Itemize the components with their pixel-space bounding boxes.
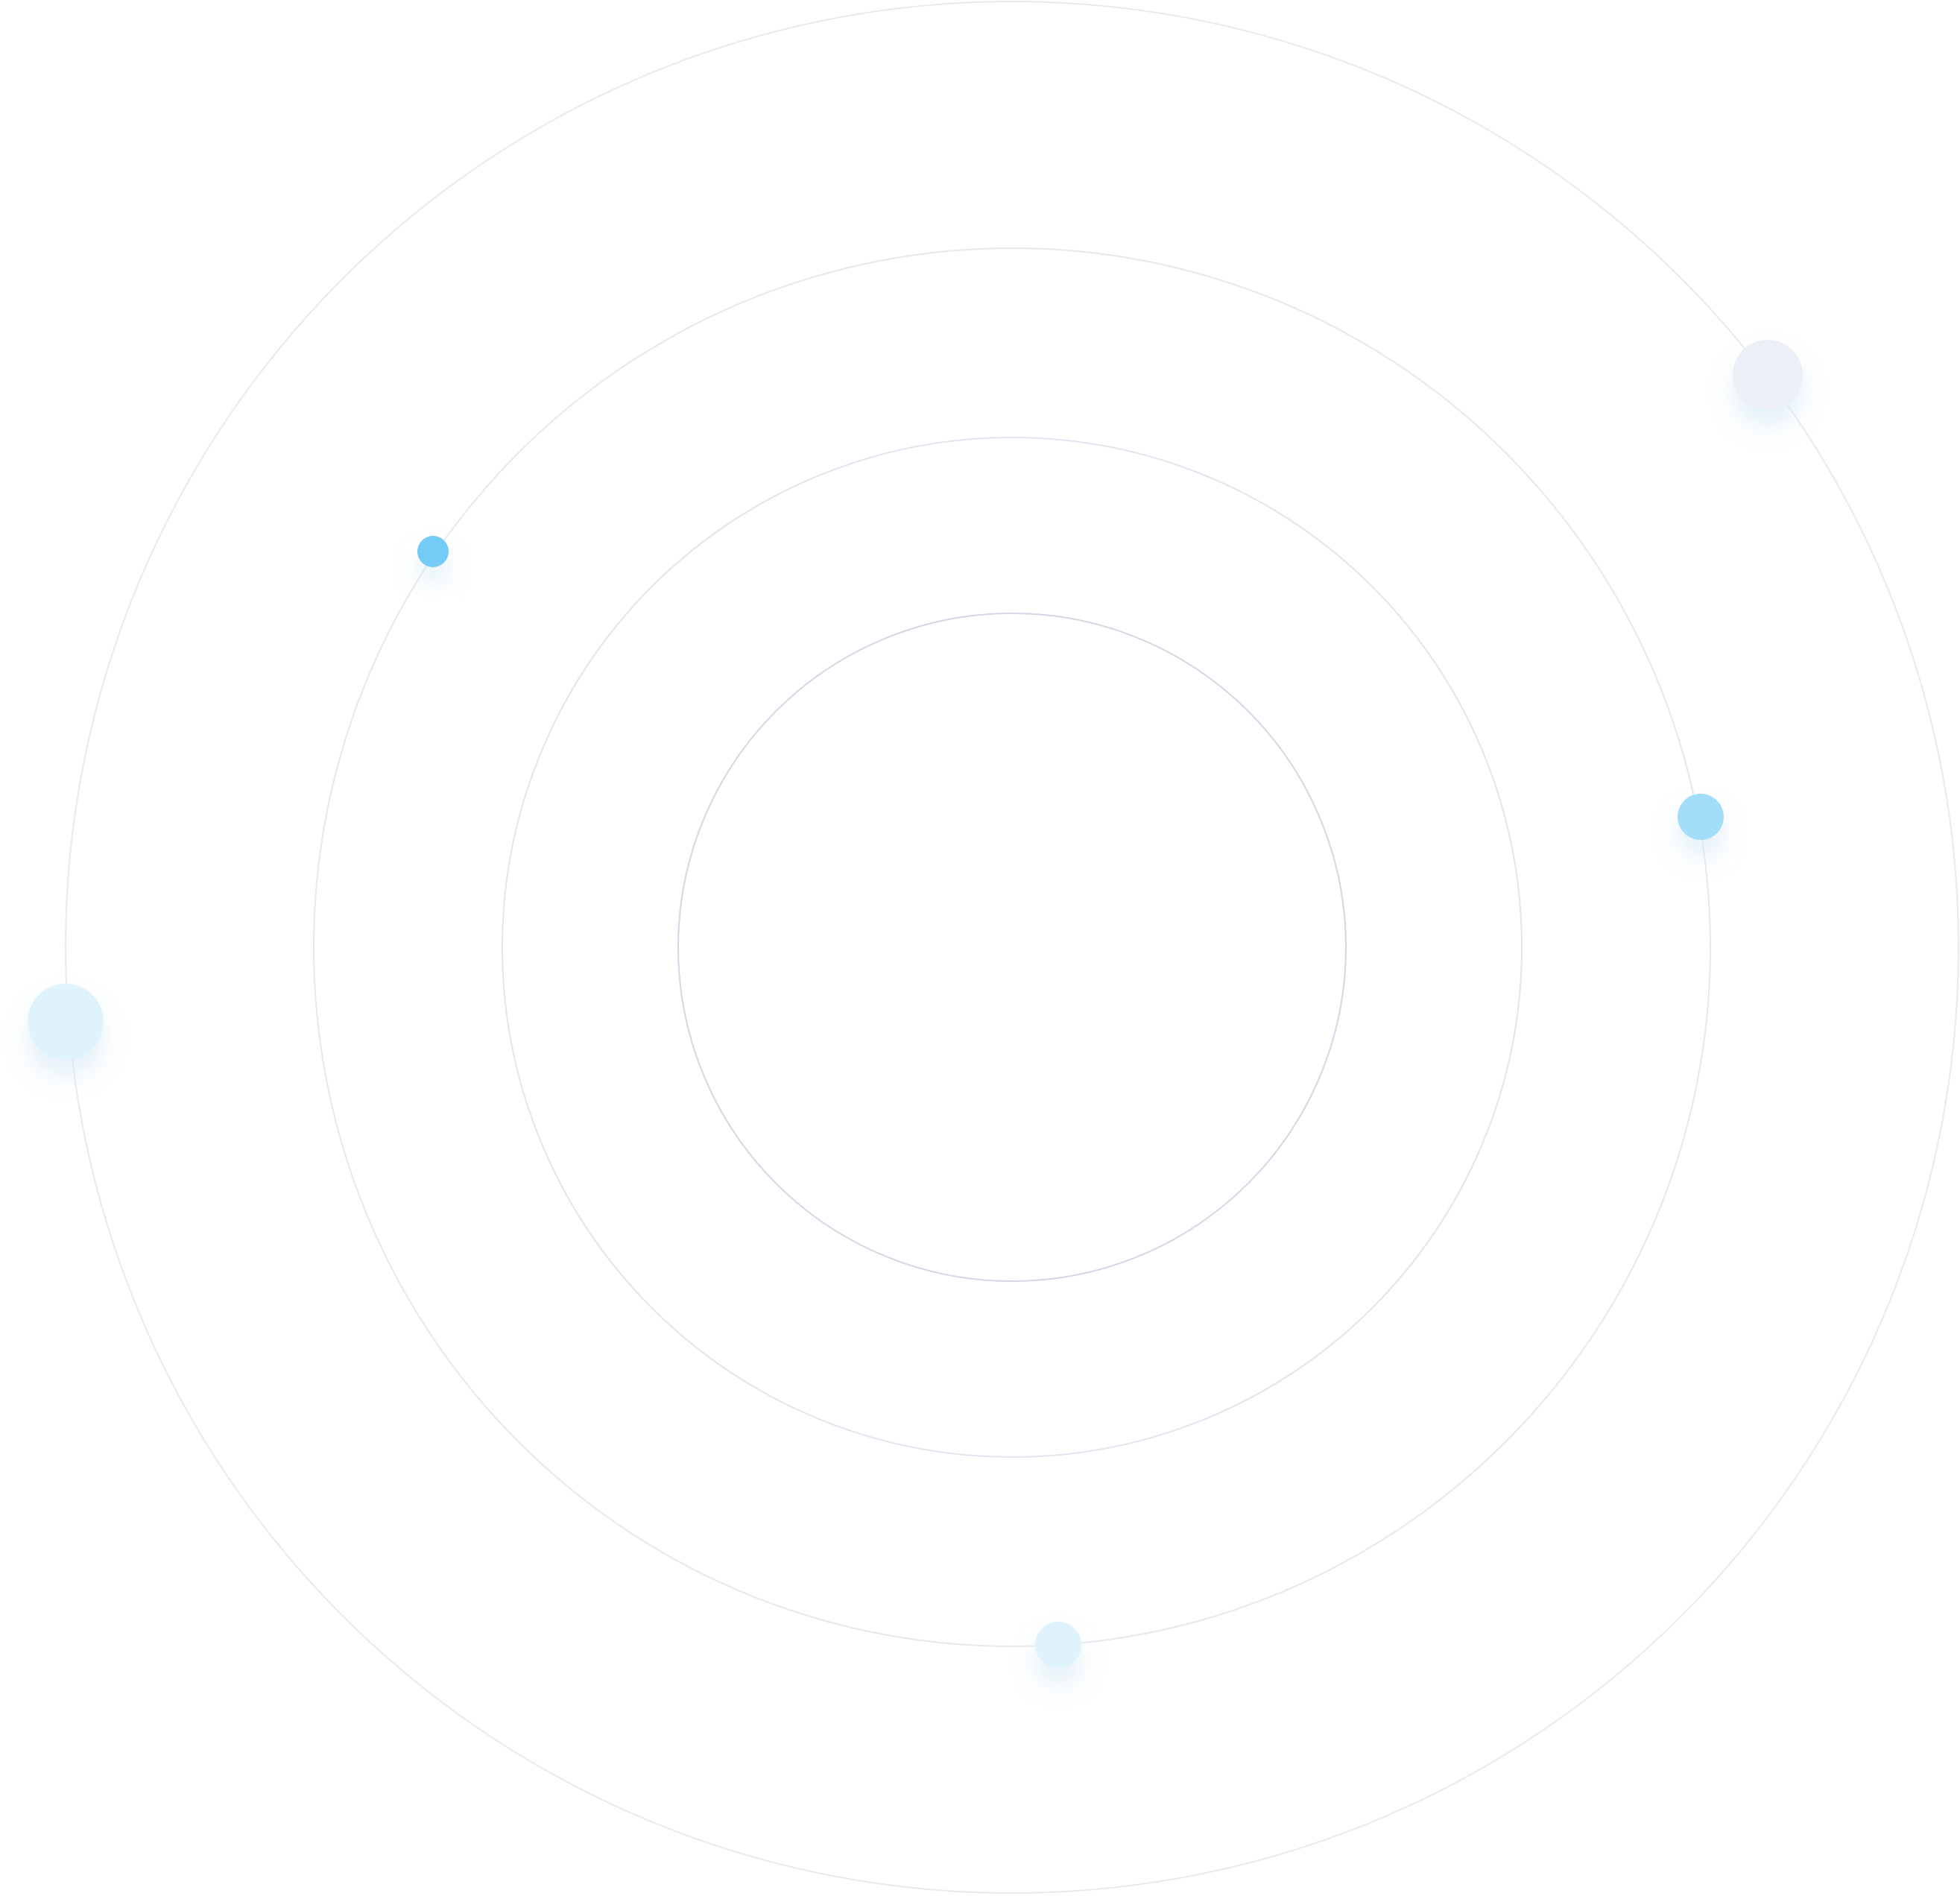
- orbit-dot-top-right: [1733, 340, 1803, 410]
- orbit-dot-right: [1678, 794, 1724, 840]
- orbit-dot-bottom: [1035, 1622, 1081, 1668]
- orbit-ring-second: [313, 247, 1711, 1647]
- orbit-ring-inner: [677, 613, 1347, 1282]
- orbit-ring-outer: [65, 1, 1959, 1894]
- orbit-dot-upper-left: [417, 536, 449, 567]
- orbit-ring-third: [502, 437, 1523, 1458]
- orbit-dot-left: [28, 984, 104, 1060]
